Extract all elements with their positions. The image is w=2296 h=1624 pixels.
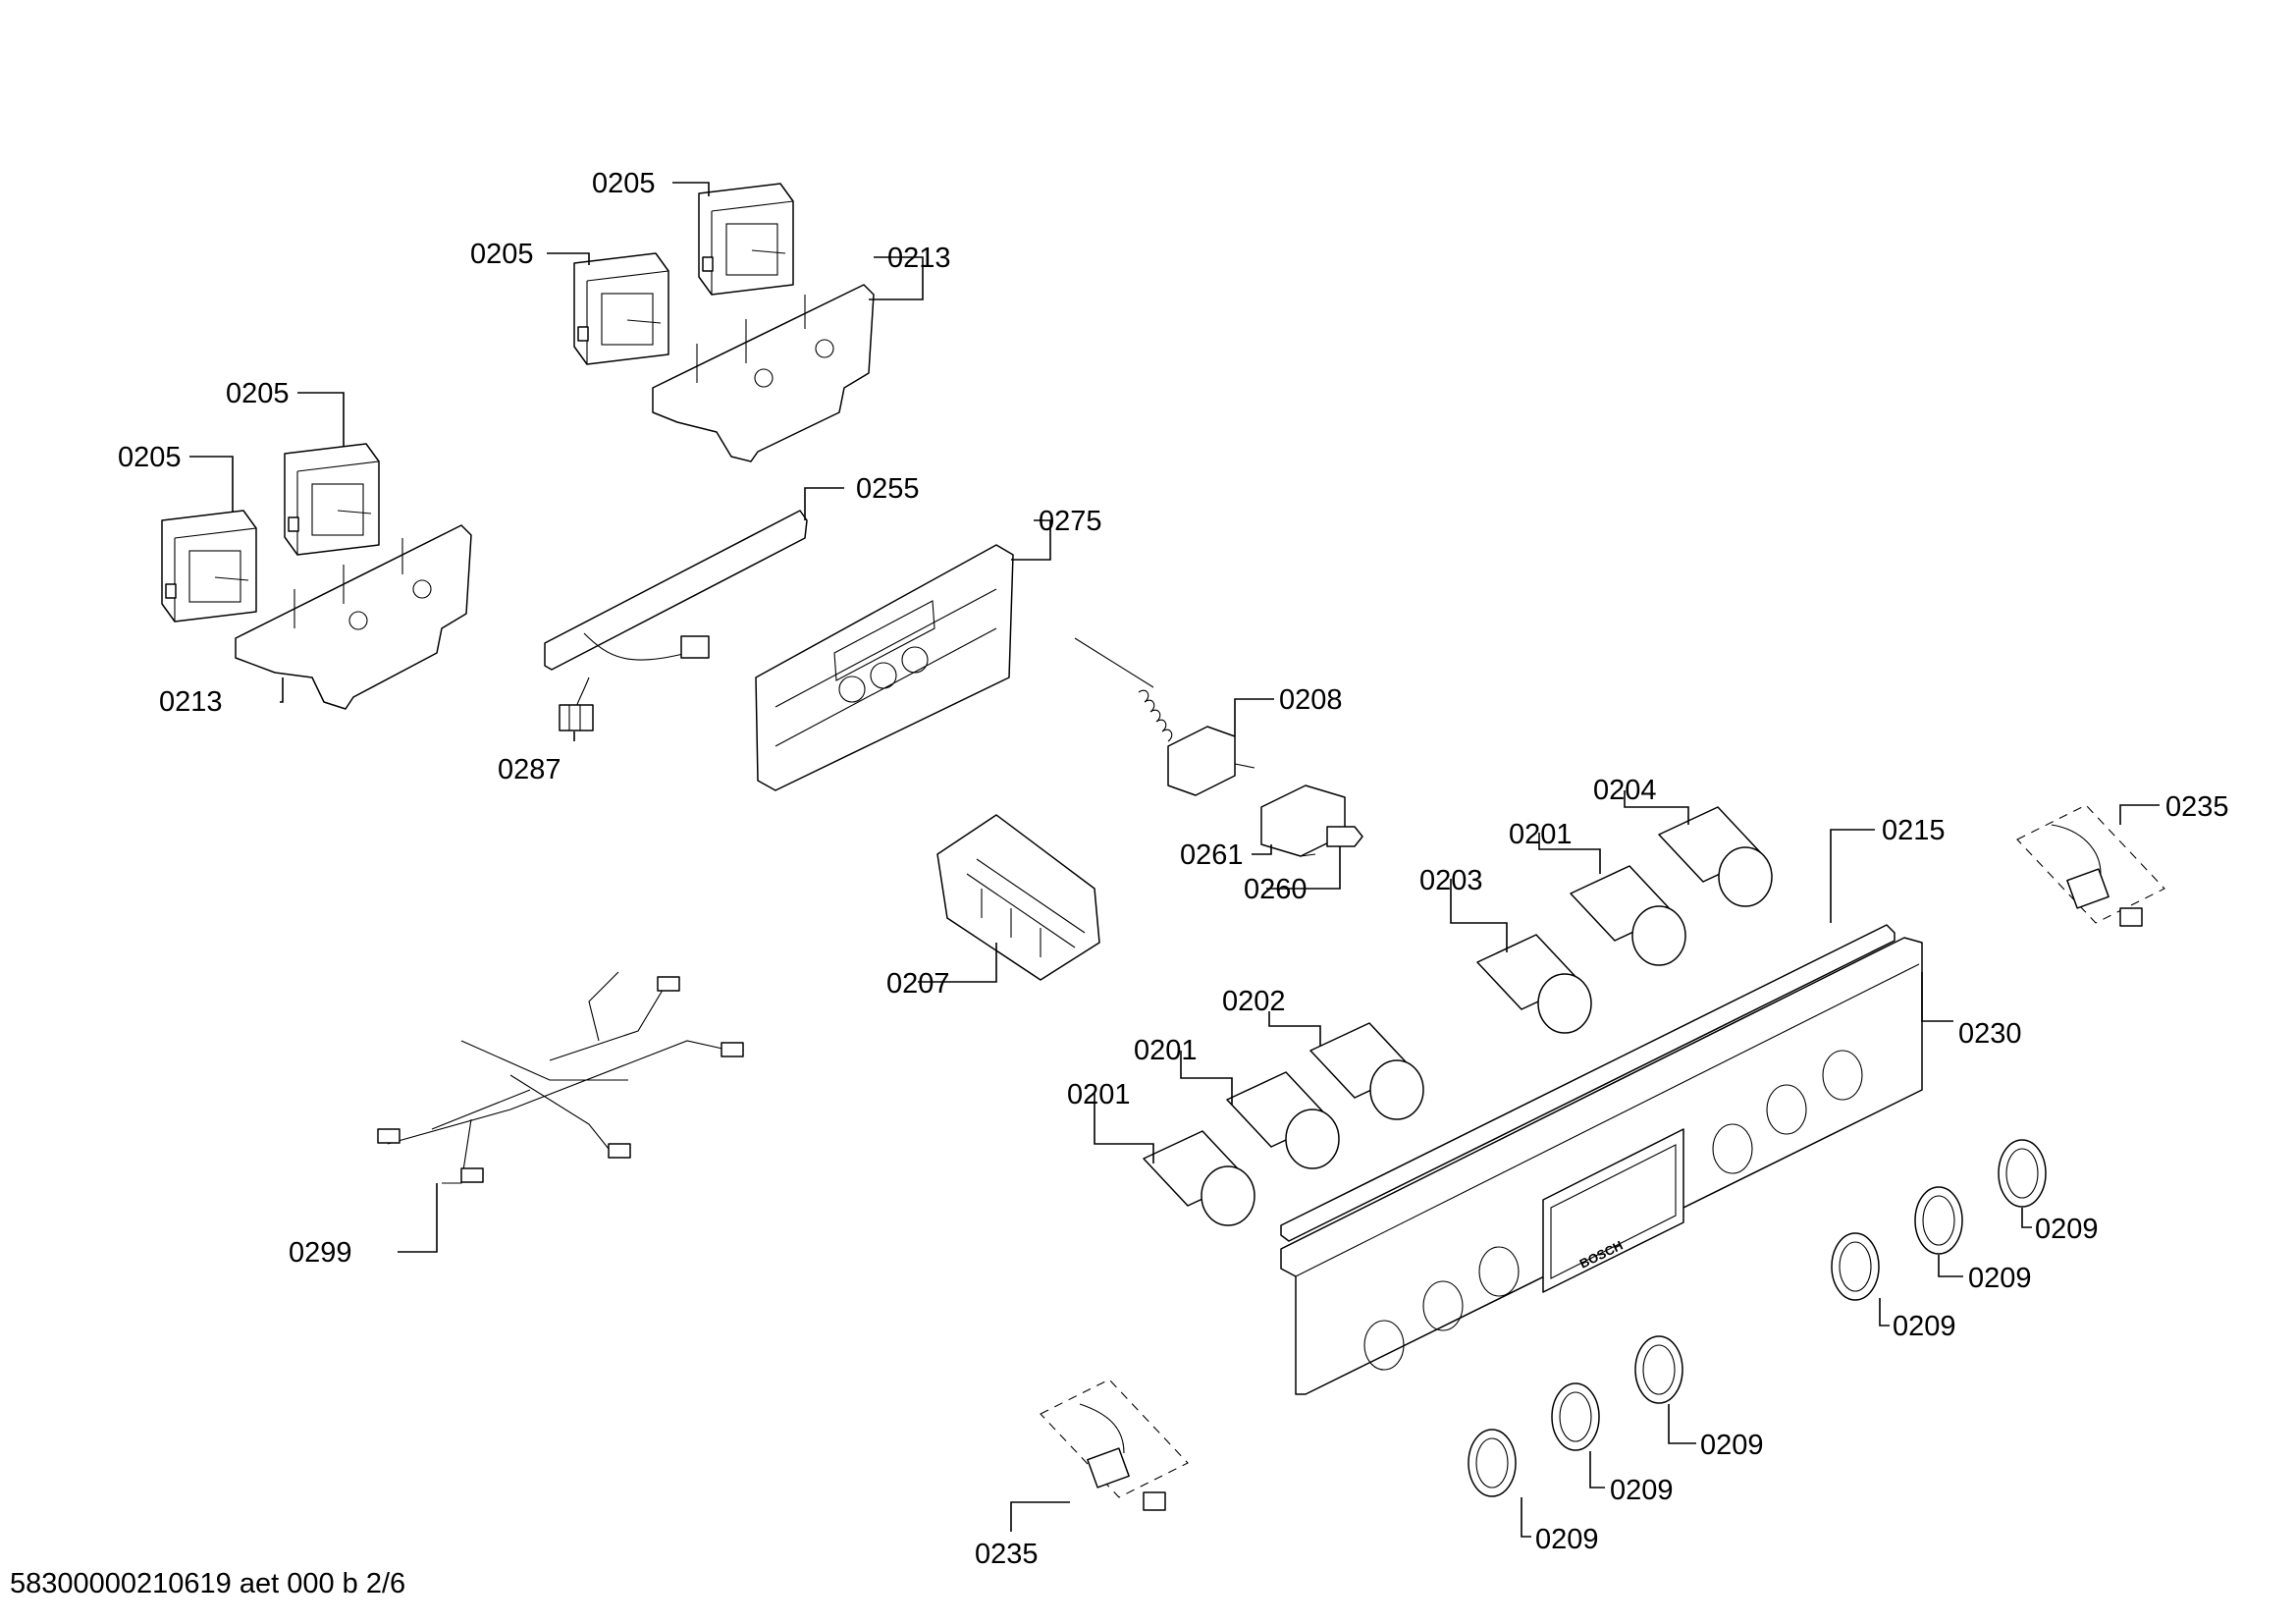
- label-0203: 0203: [1419, 865, 1483, 896]
- label-0260: 0260: [1244, 874, 1308, 905]
- label-0201: 0201: [1134, 1035, 1198, 1066]
- bracket-0213-top: [652, 284, 875, 462]
- control-knob-0201-lower: [1143, 1130, 1255, 1226]
- lamp-assembly-0235-lower: [1040, 1379, 1189, 1511]
- label-0213: 0213: [887, 243, 951, 274]
- label-0255: 0255: [856, 473, 920, 505]
- trim-strip-0215: [1280, 924, 1896, 1242]
- label-0209: 0209: [1968, 1263, 2032, 1294]
- part-number-labels: 0205 0205 0213 0205 0205 0213 0255 0287 …: [118, 168, 2229, 1570]
- lamp-assembly-0235-upper: [2016, 804, 2165, 927]
- leader-lines: [189, 182, 2160, 1538]
- selector-switch-0207: [936, 814, 1100, 981]
- label-0207: 0207: [886, 968, 950, 1000]
- label-0209: 0209: [1893, 1311, 1956, 1342]
- label-0230: 0230: [1958, 1018, 2022, 1050]
- switch-0205-left-left: [161, 510, 257, 623]
- knob-ring-0209-a: [1998, 1139, 2047, 1208]
- label-0209: 0209: [1700, 1430, 1764, 1461]
- label-0202: 0202: [1222, 986, 1286, 1017]
- label-0209: 0209: [1535, 1524, 1599, 1555]
- label-0287: 0287: [498, 754, 561, 785]
- label-0215: 0215: [1882, 815, 1946, 846]
- switch-0205-top-right: [698, 183, 794, 296]
- label-0299: 0299: [289, 1237, 352, 1269]
- control-knob-0203: [1476, 934, 1592, 1034]
- label-0201: 0201: [1509, 819, 1573, 850]
- lamp-0260: [1326, 826, 1363, 847]
- label-0205: 0205: [226, 378, 290, 409]
- label-0205: 0205: [592, 168, 656, 199]
- label-0208: 0208: [1279, 684, 1343, 716]
- control-knob-0204: [1658, 806, 1773, 907]
- control-knob-0201-upper: [1570, 865, 1686, 966]
- electronic-module-0275: [755, 544, 1014, 791]
- control-knob-0202: [1309, 1022, 1424, 1120]
- knob-ring-0209-d: [1634, 1335, 1683, 1404]
- knob-ring-0209-f: [1468, 1429, 1517, 1497]
- switch-0205-top-left: [573, 252, 669, 365]
- label-0235: 0235: [975, 1539, 1039, 1570]
- document-reference-footer: 58300000210619 aet 000 b 2/6: [10, 1568, 406, 1599]
- wire-harness-0299: [377, 971, 744, 1184]
- connector-0287: [559, 677, 594, 731]
- knob-ring-0209-b: [1914, 1186, 1963, 1255]
- label-0209: 0209: [2035, 1214, 2099, 1245]
- label-0261: 0261: [1180, 839, 1244, 871]
- thermostat-0208: [1074, 637, 1255, 796]
- label-0205: 0205: [118, 442, 182, 473]
- label-0275: 0275: [1039, 506, 1102, 537]
- label-0213: 0213: [159, 686, 223, 718]
- label-0201: 0201: [1067, 1079, 1131, 1110]
- harness-bar-0255: [544, 510, 808, 671]
- switch-0205-left-right: [284, 443, 380, 556]
- label-0235: 0235: [2165, 791, 2229, 823]
- control-knob-0201-middle: [1226, 1071, 1340, 1169]
- knob-ring-0209-e: [1551, 1382, 1600, 1451]
- bracket-0213-left: [235, 524, 472, 710]
- label-0209: 0209: [1610, 1475, 1674, 1506]
- label-0204: 0204: [1593, 775, 1657, 806]
- knob-ring-0209-c: [1831, 1232, 1880, 1301]
- label-0205: 0205: [470, 239, 534, 270]
- control-panel-0230: BOSCH: [1280, 937, 1923, 1395]
